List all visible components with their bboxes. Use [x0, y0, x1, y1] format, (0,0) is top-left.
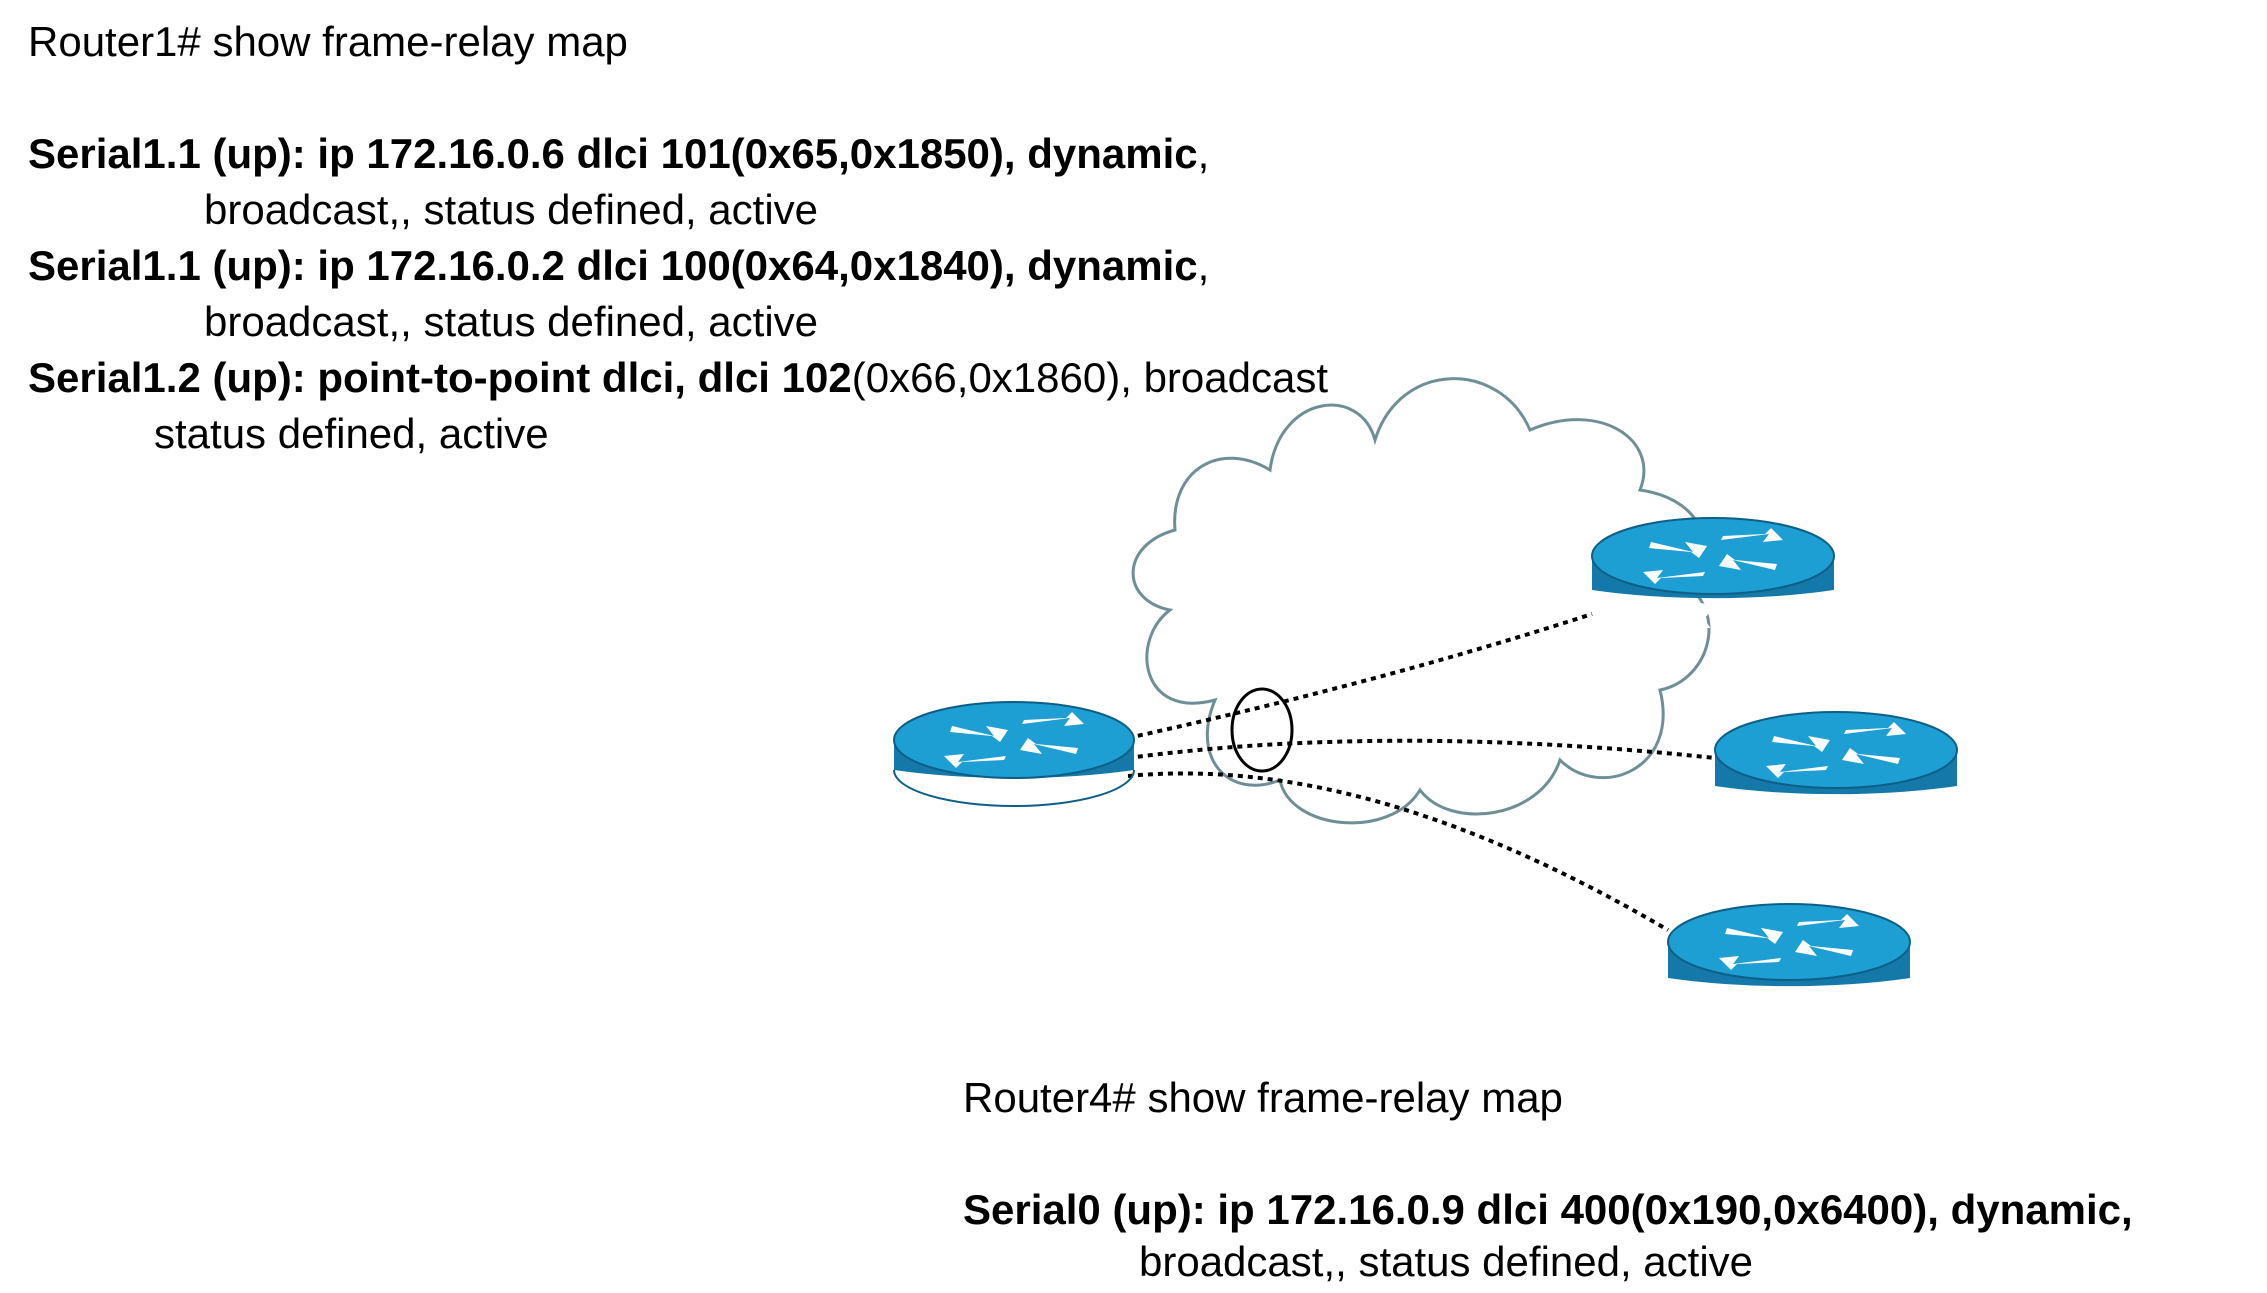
router-label: R 4	[1761, 981, 1817, 1022]
entry-bold-text: Serial0 (up): ip 172.16.0.9 dlci 400(0x1…	[963, 1186, 2133, 1233]
entry-normal-text: ,	[1197, 130, 1210, 177]
entry-bold-text: Serial1.1 (up): ip 172.16.0.6 dlci 101(0…	[28, 130, 1198, 177]
router1-map-entry-2: Serial1.1 (up): ip 172.16.0.2 dlci 100(0…	[28, 238, 1209, 294]
entry-normal-text: (0x66,0x1860), broadcast	[851, 354, 1329, 401]
link-r1-r3	[1127, 738, 1716, 760]
router1-map-entry-3: Serial1.2 (up): point-to-point dlci, dlc…	[28, 350, 1328, 406]
router-r2[interactable]: R 2	[1591, 517, 1835, 636]
router1-command: Router1# show frame-relay map	[28, 18, 628, 65]
router-r4[interactable]: R 4	[1667, 903, 1911, 1022]
pvc-highlight-ellipse	[1230, 687, 1294, 773]
link-r1-r2	[1127, 612, 1593, 740]
router1-map-entry-1-cont: broadcast,, status defined, active	[204, 186, 819, 233]
entry-bold-text: Serial1.1 (up): ip 172.16.0.2 dlci 100(0…	[28, 242, 1198, 289]
router-r1[interactable]: R 1	[893, 701, 1135, 812]
router1-map-entry-3-cont: status defined, active	[154, 410, 549, 457]
router-label: R 2	[1685, 595, 1741, 636]
router-label: R 3	[1808, 789, 1864, 830]
router-label: R 1	[986, 771, 1042, 812]
router1-map-entry-1: Serial1.1 (up): ip 172.16.0.6 dlci 101(0…	[28, 126, 1209, 182]
router4-map-entry-1-cont: broadcast,, status defined, active	[1139, 1238, 1754, 1285]
entry-normal-text: ,	[1197, 242, 1210, 289]
frame-relay-cloud	[1131, 377, 1711, 825]
router4-command: Router4# show frame-relay map	[963, 1074, 1563, 1121]
link-r1-r4	[1127, 771, 1670, 932]
router1-map-entry-2-cont: broadcast,, status defined, active	[204, 298, 819, 345]
router-r3[interactable]: R 3	[1714, 711, 1958, 830]
router4-map-entry-1: Serial0 (up): ip 172.16.0.9 dlci 400(0x1…	[963, 1182, 2133, 1238]
entry-bold-text: Serial1.2 (up): point-to-point dlci, dlc…	[28, 354, 852, 401]
